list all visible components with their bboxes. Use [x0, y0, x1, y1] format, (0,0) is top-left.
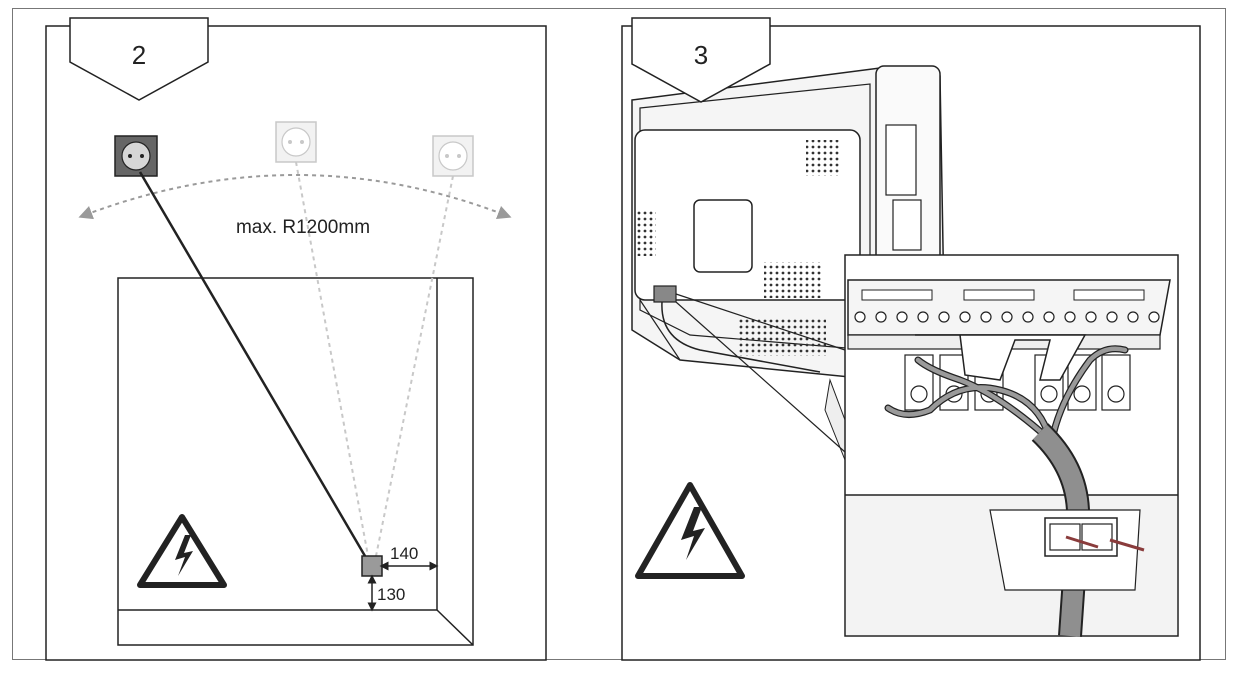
- panel-step-2: 2 max. R1200mm: [45, 17, 547, 661]
- step-tab-3: 3: [631, 17, 771, 103]
- step-number-3: 3: [694, 40, 708, 70]
- cabinet-niche: [117, 277, 474, 646]
- terminal-block-detail: [844, 254, 1179, 637]
- panel-step-3: 3: [621, 17, 1201, 661]
- power-cable-line: [138, 171, 367, 557]
- step-number-2: 2: [132, 40, 146, 70]
- reach-arc: [78, 174, 512, 220]
- dimension-horizontal-label: 140: [390, 544, 418, 563]
- panel-2-frame: [45, 25, 547, 661]
- zoom-line-top: [675, 293, 846, 351]
- zoom-line-bottom: [675, 301, 846, 453]
- electrical-hazard-warning-icon-2: [635, 482, 745, 579]
- socket-icon-active: [114, 135, 158, 177]
- dimension-vertical-label: 130: [377, 585, 405, 604]
- socket-icon-ghost-1: [275, 121, 317, 163]
- connection-point: [361, 555, 383, 577]
- page-border: [12, 8, 1226, 660]
- ghost-cable-line-2: [375, 175, 454, 557]
- electrical-hazard-warning-icon: [137, 514, 227, 588]
- socket-icon-ghost-2: [432, 135, 474, 177]
- step-tab-2: 2: [69, 17, 209, 101]
- radius-label: max. R1200mm: [236, 217, 370, 238]
- ghost-cable-line-1: [295, 161, 369, 557]
